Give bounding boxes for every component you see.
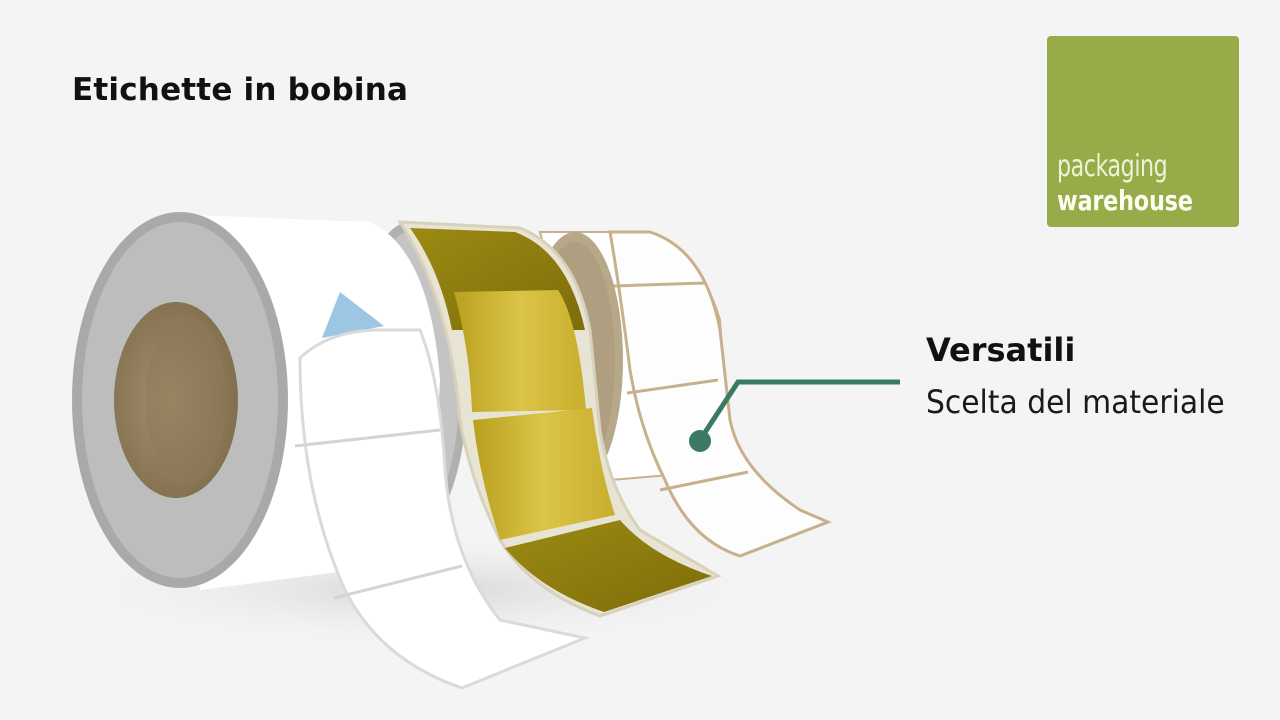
callout-title: Versatili <box>926 331 1076 369</box>
slide-title: Etichette in bobina <box>72 72 409 108</box>
callout-subtitle: Scelta del materiale <box>926 383 1225 421</box>
brand-logo: packaging warehouse <box>1047 36 1239 227</box>
liner-peel-corner <box>322 292 384 338</box>
white-label-roll <box>72 212 591 690</box>
logo-text-warehouse: warehouse <box>1057 184 1193 217</box>
logo-text-packaging: packaging <box>1057 149 1168 184</box>
callout-connector <box>689 379 900 452</box>
